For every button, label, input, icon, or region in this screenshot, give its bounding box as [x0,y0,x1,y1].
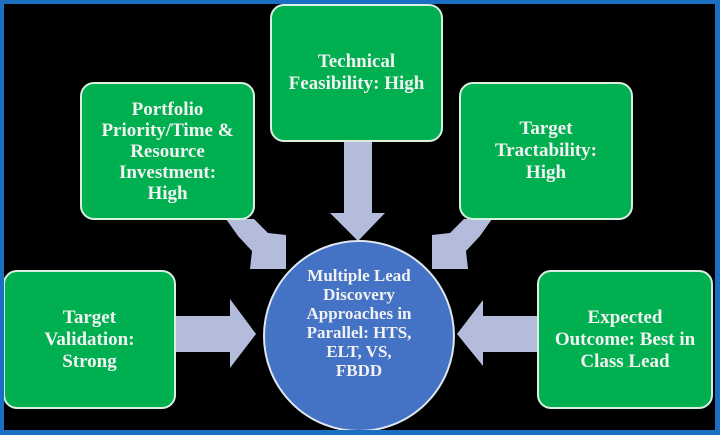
target-tractability-label: Target Tractability: High [494,118,597,183]
target-validation-box: Target Validation: Strong [4,270,176,409]
technical-feasibility-label: Technical Feasibility: High [288,51,425,94]
lead-discovery-circle: Multiple Lead Discovery Approaches in Pa… [263,240,455,430]
expected-outcome-box: Expected Outcome: Best in Class Lead [537,270,713,409]
arrow-down-right-icon [226,219,286,269]
target-validation-label: Target Validation: Strong [44,306,135,372]
arrow-down-left-icon [432,219,492,269]
arrow-right-icon [175,299,256,368]
expected-outcome-label: Expected Outcome: Best in Class Lead [554,306,696,372]
lead-discovery-label: Multiple Lead Discovery Approaches in Pa… [306,266,412,380]
portfolio-priority-box: Portfolio Priority/Time & Resource Inves… [80,82,255,220]
portfolio-priority-label: Portfolio Priority/Time & Resource Inves… [101,98,234,204]
arrow-left-icon [457,300,537,366]
technical-feasibility-box: Technical Feasibility: High [270,4,443,142]
arrow-down-icon [330,141,385,241]
target-tractability-box: Target Tractability: High [459,82,633,220]
